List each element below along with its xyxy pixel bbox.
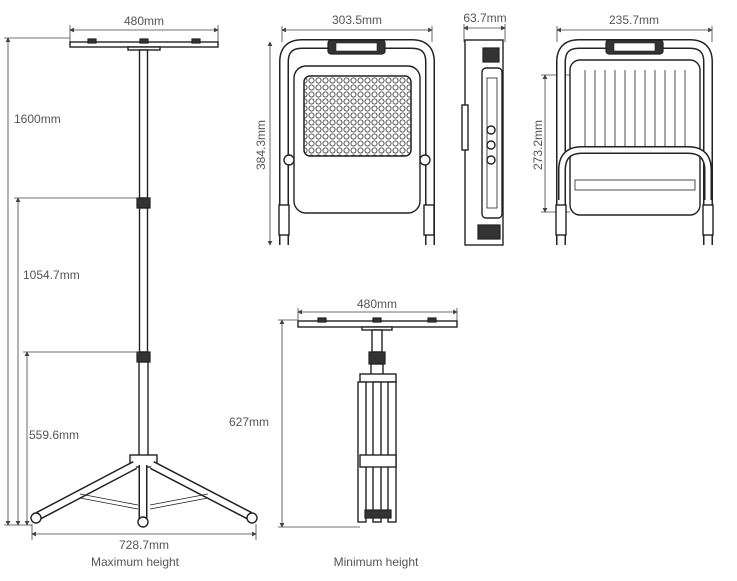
plate-width-label: 480mm — [124, 14, 164, 28]
side-depth-label: 63.7mm — [463, 11, 506, 25]
low-height-label: 559.6mm — [29, 428, 79, 442]
max-height-stand: 480mm 1600mm 1054.7mm 559.6mm — [4, 14, 258, 569]
back-height-label: 273.2mm — [531, 120, 545, 170]
front-view: 303.5mm 384.3mm — [254, 13, 435, 246]
tripod-legs — [30, 461, 258, 528]
min-plate-width-label: 480mm — [357, 297, 397, 311]
pole-middle — [138, 207, 149, 353]
side-view: 63.7mm — [461, 11, 507, 246]
total-height-label: 1600mm — [14, 112, 61, 126]
min-height-label: 627mm — [229, 415, 269, 429]
front-width-label: 303.5mm — [332, 13, 382, 27]
folded-legs — [357, 381, 397, 523]
led-array — [303, 75, 412, 157]
back-view: 235.7mm 273.2mm — [531, 13, 714, 245]
pole-lower — [138, 361, 149, 458]
max-height-caption: Maximum height — [91, 555, 180, 569]
min-height-caption: Minimum height — [334, 555, 419, 569]
min-height-stand: 480mm 627mm Minimum height — [229, 297, 458, 569]
back-width-label: 235.7mm — [609, 13, 659, 27]
pole-upper — [138, 49, 149, 199]
front-height-label: 384.3mm — [254, 120, 268, 170]
mid-height-label: 1054.7mm — [23, 268, 80, 282]
leg-span-label: 728.7mm — [119, 538, 169, 552]
